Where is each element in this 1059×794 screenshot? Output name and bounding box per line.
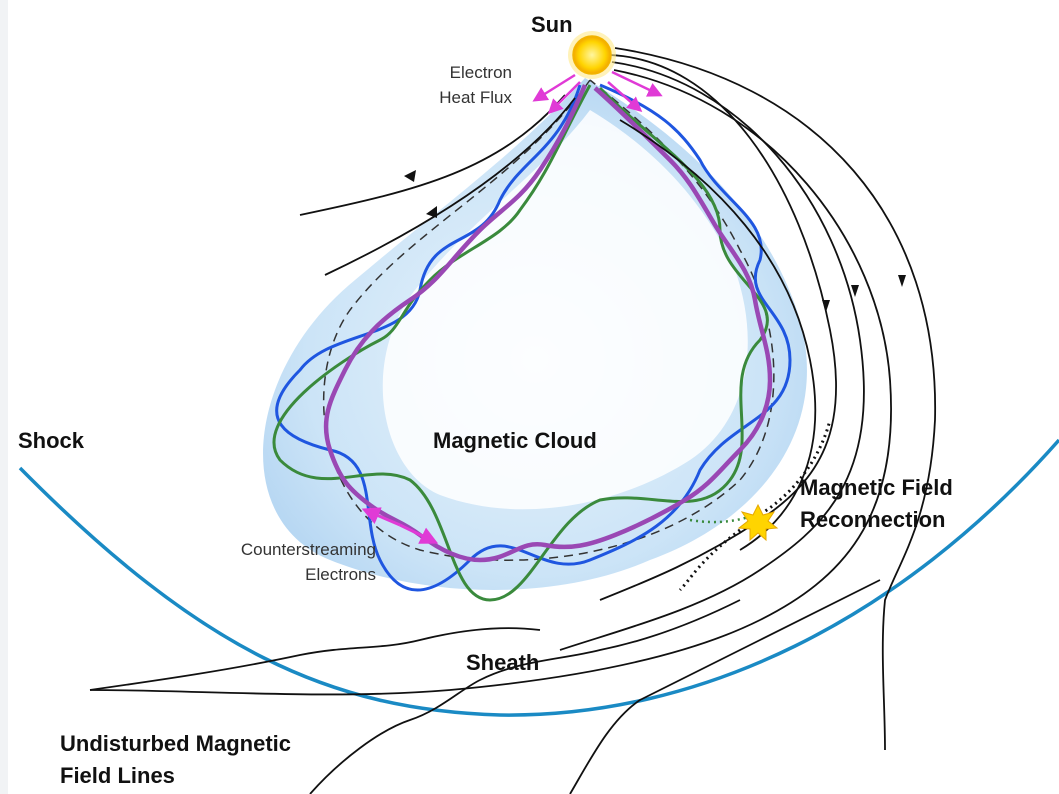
shock-front (18, 438, 1059, 717)
reconnection-line2: Reconnection (800, 507, 946, 532)
undisturbed-line2: Field Lines (60, 763, 175, 788)
counterstreaming-arrow (361, 507, 401, 527)
counterstreaming-line1: Counterstreaming (240, 540, 376, 559)
field-arrow-left-2 (426, 206, 437, 218)
electron-heat-flux-arrow-3 (611, 70, 663, 97)
reconnection-dotted-line-1 (749, 419, 832, 522)
field-line-right-5 (619, 119, 817, 551)
field-line-right-4 (614, 47, 936, 751)
sun-icon (568, 31, 616, 79)
electron-heat-flux-arrow-2 (547, 81, 581, 115)
flux-rope-green-strand (272, 84, 769, 602)
field-line-right-3 (89, 69, 892, 696)
reconnection-line1: Magnetic Field (800, 475, 953, 500)
field-line-left-2 (324, 97, 576, 276)
reconnection-dotted-line-2 (678, 528, 741, 592)
counterstreaming-arrow-2 (399, 523, 439, 544)
undisturbed-field-line-1 (309, 599, 741, 794)
undisturbed-field-lines-label: Undisturbed Magnetic Field Lines (60, 728, 291, 792)
field-arrow-left-1 (404, 170, 416, 182)
counterstreaming-electrons-label: Counterstreaming Electrons (196, 537, 376, 587)
field-line-left-1 (299, 94, 566, 216)
electron-heat-flux-arrow-1 (532, 73, 576, 102)
field-line-right-1 (599, 54, 838, 601)
field-arrow-right-2 (851, 285, 859, 297)
shock-label: Shock (18, 428, 85, 453)
flux-rope-purple-strand (323, 84, 773, 563)
electron-heat-flux-label: Electron Heat Flux (410, 60, 512, 110)
undisturbed-field-line-2 (569, 579, 881, 794)
sun-label: Sun (531, 12, 573, 37)
electron-heat-flux-arrow-4 (607, 81, 643, 112)
field-arrow-right-1 (822, 300, 830, 312)
magnetic-cloud-label: Magnetic Cloud (433, 428, 597, 453)
field-arrow-right-3 (898, 275, 906, 287)
magnetic-cloud-inner (382, 110, 748, 510)
sheath-label: Sheath (466, 650, 540, 675)
electron-heat-flux-line2: Heat Flux (439, 88, 512, 107)
left-edge-strip (0, 0, 8, 794)
counterstreaming-line2: Electrons (305, 565, 376, 584)
electron-heat-flux-line1: Electron (449, 63, 512, 82)
reconnection-star-icon (737, 503, 779, 542)
reconnection-label: Magnetic Field Reconnection (800, 472, 953, 536)
undisturbed-line1: Undisturbed Magnetic (60, 731, 292, 756)
sheath-field-line (89, 627, 541, 691)
